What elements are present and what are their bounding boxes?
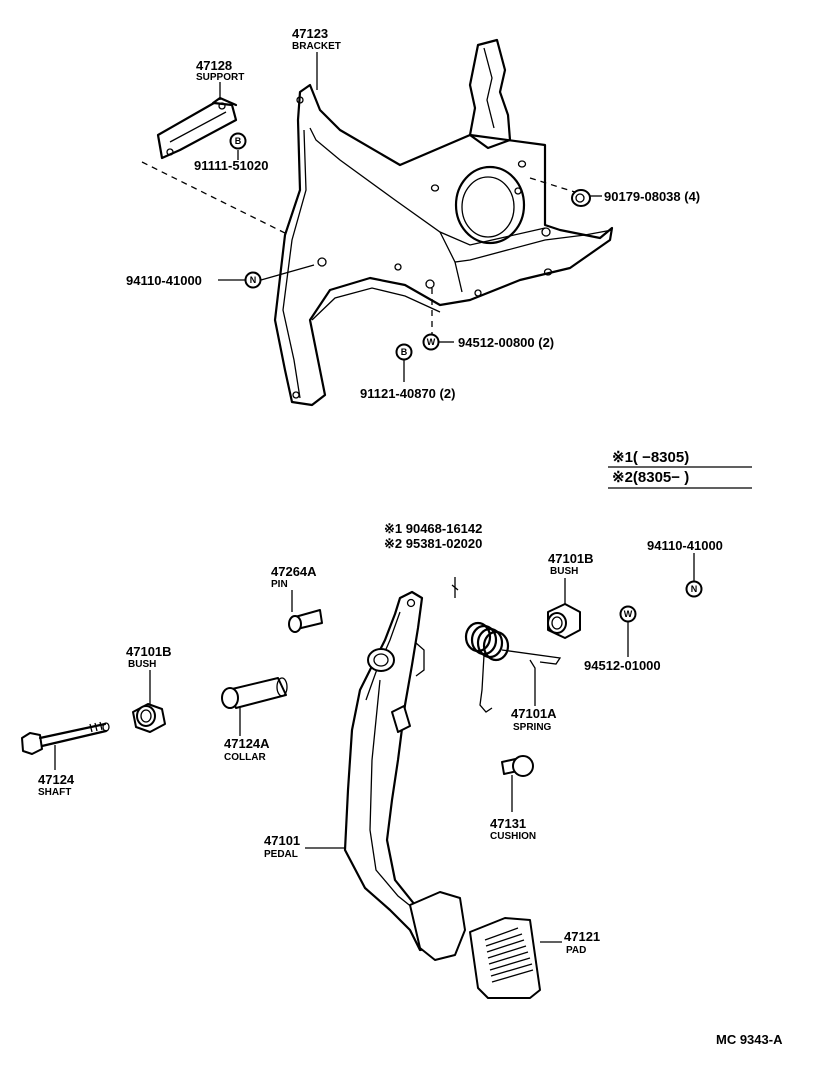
label-47131-num: 47131 (490, 816, 526, 831)
clip-drawing (451, 577, 459, 598)
label-47101B-right-num: 47101B (548, 551, 594, 566)
label-47124A-num: 47124A (224, 736, 270, 751)
label-47124A-name: COLLAR (224, 752, 266, 763)
bolt-symbol-label: B (235, 136, 242, 146)
shaft-drawing (21, 721, 110, 755)
label-47264A-num: 47264A (271, 564, 317, 579)
label-clip1-num: ※1 90468-16142 (384, 521, 482, 536)
bush-left-drawing (132, 703, 166, 733)
label-47124-num: 47124 (38, 772, 75, 787)
label-94110a-num: 94110-41000 (126, 273, 202, 288)
label-47131-name: CUSHION (490, 831, 536, 842)
symbol-nut-94110a: N (244, 271, 262, 289)
symbol-nut-94110b: N (685, 580, 703, 598)
legend-line-1: ※1( −8305) (612, 449, 689, 466)
label-47123-name: BRACKET (292, 41, 341, 52)
nut-90179-drawing (571, 189, 591, 207)
label-94512b-num: 94512-01000 (584, 658, 661, 673)
label-91111-num: 91111-51020 (194, 158, 268, 173)
label-47121-num: 47121 (564, 929, 600, 944)
legend-line-2: ※2(8305− ) (612, 469, 689, 486)
bolt-symbol-label: B (401, 347, 408, 357)
bracket-drawing (141, 38, 614, 407)
upper-leaders (218, 52, 602, 382)
nut-symbol-label: N (250, 275, 257, 285)
symbol-bolt-91111: B (229, 132, 247, 150)
label-47101A-name: SPRING (513, 722, 552, 733)
label-91121-num: 91121-40870 (2) (360, 386, 455, 401)
spring-drawing (464, 621, 562, 713)
washer-symbol-label: W (624, 609, 633, 619)
label-94512a-num: 94512-00800 (2) (458, 335, 554, 350)
symbol-washer-94512a: W (422, 333, 440, 351)
diagram-code: MC 9343-A (716, 1032, 783, 1047)
label-47124-name: SHAFT (38, 787, 71, 798)
washer-symbol-label: W (427, 337, 436, 347)
label-47101-num: 47101 (264, 833, 300, 848)
collar-drawing (221, 677, 288, 709)
label-47121-name: PAD (566, 945, 586, 956)
label-47123-num: 47123 (292, 26, 328, 41)
label-47101A-num: 47101A (511, 706, 557, 721)
bush-right-drawing (547, 603, 581, 639)
label-47101B-left-num: 47101B (126, 644, 172, 659)
legend: ※1( −8305) ※2(8305− ) (608, 449, 752, 489)
lower-leaders (54, 553, 695, 943)
pin-drawing (288, 609, 323, 633)
label-47101B-right-name: BUSH (550, 566, 578, 577)
label-clip2-num: ※2 95381-02020 (384, 536, 482, 551)
label-47101B-left-name: BUSH (128, 659, 156, 670)
support-drawing (156, 96, 238, 160)
pad-drawing (469, 917, 541, 999)
label-47264A-name: PIN (271, 579, 288, 590)
label-90179-num: 90179-08038 (4) (604, 189, 700, 204)
label-47128-num: 47128 (196, 58, 232, 73)
symbol-washer-94512b: W (619, 605, 637, 623)
label-94110b-num: 94110-41000 (647, 538, 723, 553)
pedal-drawing (343, 590, 466, 961)
nut-symbol-label: N (691, 584, 698, 594)
label-47128-name: SUPPORT (196, 72, 244, 83)
cushion-drawing (501, 755, 534, 777)
label-47101-name: PEDAL (264, 849, 298, 860)
symbol-bolt-91121: B (395, 343, 413, 361)
